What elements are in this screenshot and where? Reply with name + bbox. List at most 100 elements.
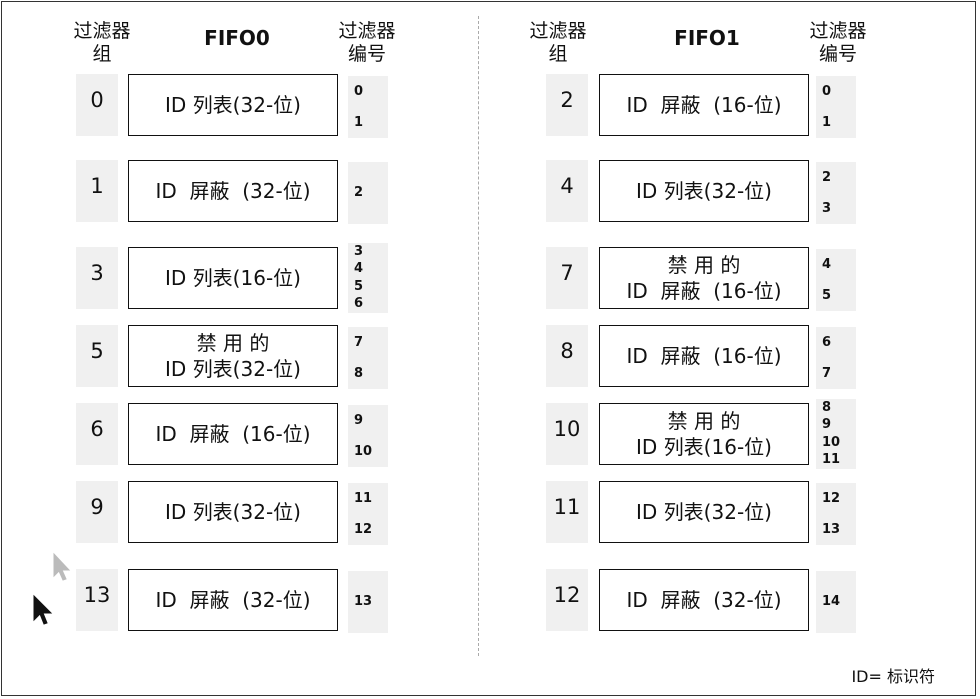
filter-label: ID 列表(16-位) xyxy=(165,266,301,290)
filter-number: 2 xyxy=(354,185,364,200)
fifo1-filter-box: ID 屏蔽 (32-位) xyxy=(599,569,809,631)
fifo0-group-cell: 6 xyxy=(76,403,118,465)
fifo0-group-cell: 3 xyxy=(76,247,118,309)
group-number: 3 xyxy=(90,261,104,285)
filter-label: ID 列表(32-位) xyxy=(165,500,301,524)
filter-label: ID 列表(32-位) xyxy=(636,500,772,524)
legend: ID= 标识符 xyxy=(851,667,935,686)
filter-number: 0 xyxy=(822,83,832,99)
fifo0-filter-box: ID 列表(32-位) xyxy=(128,481,338,543)
fifo0-filter-numbers: 11 12 xyxy=(348,483,388,545)
filter-number: 0 xyxy=(354,83,364,99)
fifo1-filter-box: ID 列表(32-位) xyxy=(599,481,809,543)
fifo0-filter-box: ID 列表(32-位) xyxy=(128,74,338,136)
filter-number: 12 xyxy=(354,521,373,537)
filter-number: 1 xyxy=(822,114,832,130)
fifo1-group-cell: 10 xyxy=(546,403,588,465)
fifo0-group-cell: 0 xyxy=(76,74,118,136)
group-number: 9 xyxy=(90,495,104,519)
fifo1-group-cell: 4 xyxy=(546,160,588,222)
group-number: 7 xyxy=(560,261,574,285)
filter-label: ID 列表(32-位) xyxy=(636,179,772,203)
cursor-ghost-icon xyxy=(53,552,71,581)
column-divider xyxy=(478,16,479,656)
fifo0-number-header: 过滤器 编号 xyxy=(327,20,407,66)
fifo1-group-cell: 8 xyxy=(546,325,588,387)
fifo0-filter-box: ID 列表(16-位) xyxy=(128,247,338,309)
fifo0-group-cell: 5 xyxy=(76,325,118,387)
fifo0-filter-numbers: 13 xyxy=(348,571,388,633)
group-number: 6 xyxy=(90,417,104,441)
fifo0-group-cell: 13 xyxy=(76,569,118,631)
filter-label: 禁 用 的 xyxy=(667,253,741,277)
fifo1-group-cell: 2 xyxy=(546,74,588,136)
fifo0-title: FIFO0 xyxy=(204,26,270,50)
cursor-arrow-icon xyxy=(33,594,53,625)
filter-label: 禁 用 的 xyxy=(667,409,741,433)
filter-number: 3 xyxy=(822,200,832,216)
fifo1-title: FIFO1 xyxy=(674,26,740,50)
fifo1-group-cell: 12 xyxy=(546,569,588,631)
fifo1-filter-box: ID 屏蔽 (16-位) xyxy=(599,325,809,387)
filter-number: 9 xyxy=(822,417,832,433)
group-number: 8 xyxy=(560,339,574,363)
fifo0-group-header: 过滤器 组 xyxy=(62,20,142,66)
filter-label: ID 列表(32-位) xyxy=(165,93,301,117)
filter-label: ID 列表(32-位) xyxy=(165,357,301,381)
filter-number: 6 xyxy=(354,296,364,312)
group-number: 13 xyxy=(83,583,111,607)
filter-number: 7 xyxy=(822,365,832,381)
header-line: 编号 xyxy=(347,43,386,65)
filter-label: ID 屏蔽 (16-位) xyxy=(626,279,782,303)
fifo1-filter-box: ID 列表(32-位) xyxy=(599,160,809,222)
filter-number: 5 xyxy=(354,278,364,294)
filter-number: 4 xyxy=(354,261,364,277)
group-number: 10 xyxy=(553,417,581,441)
fifo1-filter-box: ID 屏蔽 (16-位) xyxy=(599,74,809,136)
filter-number: 6 xyxy=(822,334,832,350)
filter-number: 14 xyxy=(822,594,841,609)
filter-number: 10 xyxy=(822,434,841,450)
fifo0-filter-numbers: 9 10 xyxy=(348,405,388,467)
filter-number: 12 xyxy=(822,490,841,506)
group-number: 5 xyxy=(90,339,104,363)
filter-number: 13 xyxy=(354,594,373,609)
filter-label: ID 屏蔽 (16-位) xyxy=(626,93,782,117)
fifo1-filter-numbers: 12 13 xyxy=(816,483,856,545)
header-line: 组 xyxy=(92,43,112,65)
header-line: 编号 xyxy=(818,43,857,65)
filter-number: 8 xyxy=(354,365,364,381)
fifo1-number-header: 过滤器 编号 xyxy=(798,20,878,66)
group-number: 2 xyxy=(560,88,574,112)
filter-number: 11 xyxy=(354,490,373,506)
filter-number: 3 xyxy=(354,243,364,259)
fifo0-filter-box: ID 屏蔽 (32-位) xyxy=(128,160,338,222)
filter-number: 13 xyxy=(822,521,841,537)
filter-label: ID 列表(16-位) xyxy=(636,435,772,459)
filter-label: ID 屏蔽 (16-位) xyxy=(155,422,311,446)
filter-label: ID 屏蔽 (32-位) xyxy=(155,588,311,612)
filter-number: 7 xyxy=(354,334,364,350)
group-number: 1 xyxy=(90,174,104,198)
filter-number: 9 xyxy=(354,412,364,428)
fifo0-filter-box: ID 屏蔽 (32-位) xyxy=(128,569,338,631)
filter-number: 10 xyxy=(354,443,373,459)
fifo0-group-cell: 9 xyxy=(76,481,118,543)
header-line: 过滤器 xyxy=(529,20,587,42)
filter-number: 2 xyxy=(822,169,832,185)
filter-label: ID 屏蔽 (32-位) xyxy=(626,588,782,612)
filter-label: ID 屏蔽 (32-位) xyxy=(155,179,311,203)
group-number: 12 xyxy=(553,583,581,607)
fifo0-filter-numbers: 2 xyxy=(348,162,388,224)
